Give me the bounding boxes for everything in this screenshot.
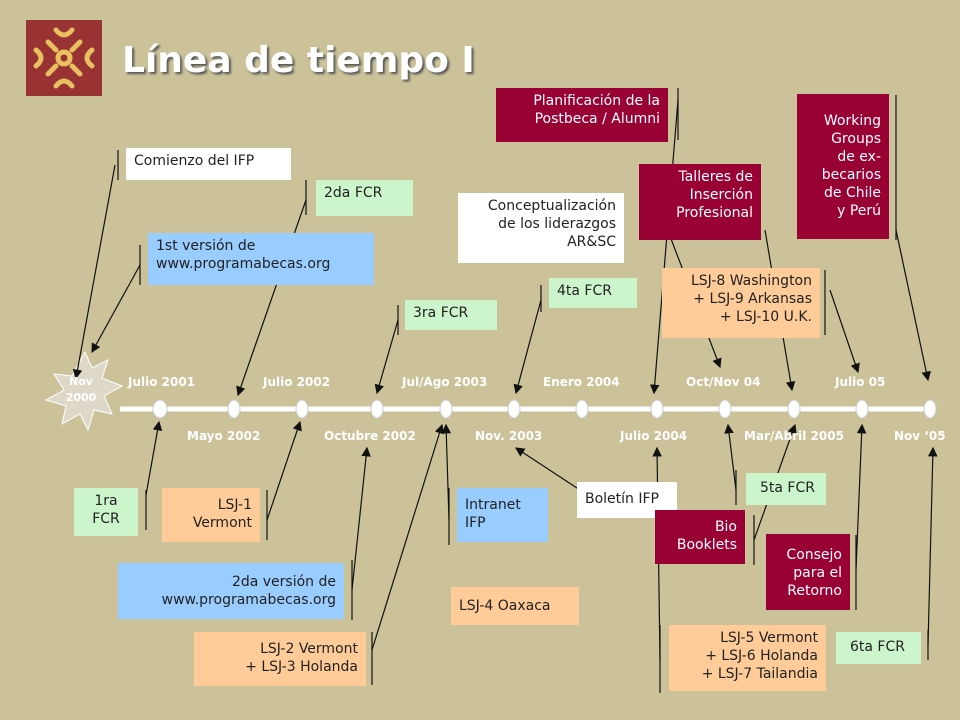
date-top: Jul/Ago 2003: [402, 375, 488, 389]
date-bottom: Octubre 2002: [324, 429, 416, 443]
event-concept: Conceptualización de los liderazgos AR&S…: [458, 193, 624, 263]
date-bottom: Nov ‘05: [894, 429, 946, 443]
start-date-label: Nov 2000: [65, 375, 97, 404]
event-planificacion: Planificación de la Postbeca / Alumni: [496, 88, 668, 142]
event-lsj23: LSJ-2 Vermont + LSJ-3 Holanda: [194, 632, 366, 686]
event-bio: Bio Booklets: [655, 510, 745, 564]
date-top: Julio 05: [835, 375, 886, 389]
event-fcr4: 4ta FCR: [549, 278, 637, 308]
date-bottom: Mar/Abril 2005: [744, 429, 844, 443]
event-working: Working Groups de ex- becarios de Chile …: [797, 94, 889, 239]
date-bottom: Nov. 2003: [475, 429, 543, 443]
event-lsj8: LSJ-8 Washington + LSJ-9 Arkansas + LSJ-…: [662, 268, 820, 338]
event-talleres: Talleres de Inserción Profesional: [639, 164, 761, 240]
date-bottom: Mayo 2002: [187, 429, 261, 443]
event-fcr2: 2da FCR: [316, 180, 413, 216]
date-top: Julio 2001: [128, 375, 196, 389]
event-lsj4: LSJ-4 Oaxaca: [451, 587, 579, 625]
logo: [26, 20, 102, 96]
date-top: Enero 2004: [543, 375, 620, 389]
start-starburst: [44, 350, 124, 432]
event-fcr6: 6ta FCR: [836, 632, 921, 664]
date-top: Julio 2002: [263, 375, 331, 389]
event-lsj567: LSJ-5 Vermont + LSJ-6 Holanda + LSJ-7 Ta…: [669, 625, 826, 691]
event-comienzo: Comienzo del IFP: [126, 148, 291, 180]
event-fcr3: 3ra FCR: [405, 300, 497, 330]
event-consejo: Consejo para el Retorno: [766, 534, 850, 610]
event-fcr1: 1ra FCR: [74, 488, 138, 536]
event-version1: 1st versión de www.programabecas.org: [148, 233, 374, 285]
date-top: Oct/Nov 04: [686, 375, 761, 389]
event-fcr5: 5ta FCR: [746, 473, 826, 505]
page-title: Línea de tiempo I: [122, 40, 475, 81]
timeline-nodes: [152, 399, 937, 419]
event-version2: 2da versión de www.programabecas.org: [118, 563, 344, 619]
event-intranet: Intranet IFP: [457, 488, 548, 542]
event-lsj1: LSJ-1 Vermont: [162, 488, 260, 542]
cross-logo-icon: [33, 27, 95, 89]
date-bottom: Julio 2004: [620, 429, 688, 443]
